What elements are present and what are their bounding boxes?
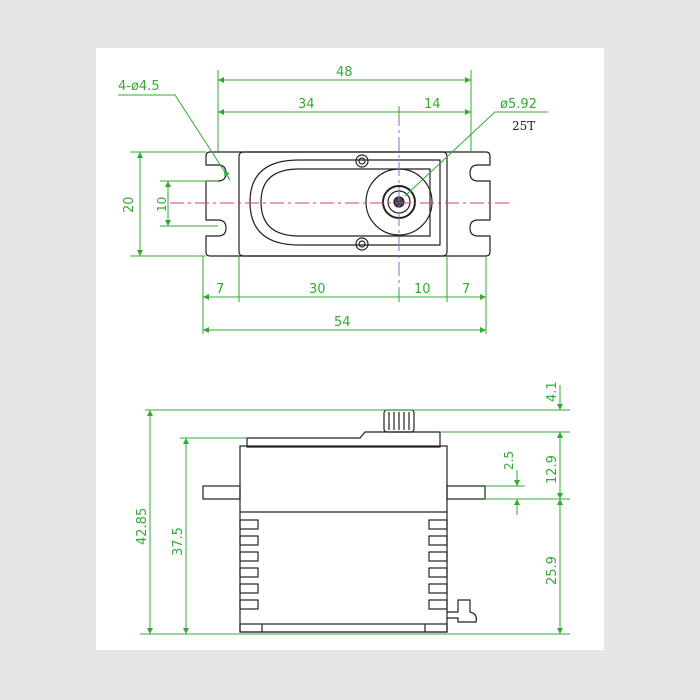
dim-tab-thickness: 2.5 [502, 451, 516, 470]
right-mounting-tab [446, 485, 486, 500]
shaft-note: ø5.92 [500, 97, 537, 112]
dim-tab-right: 7 [462, 282, 470, 297]
drawing-sheet [96, 48, 604, 650]
servo-body-outline [238, 151, 448, 257]
top-screw [355, 154, 369, 168]
case-slot-outline [249, 159, 441, 246]
dim-shaft-to-tab: 14 [424, 97, 441, 112]
spline-note: 25T [512, 119, 535, 133]
dim-tab-slot: 10 [155, 197, 169, 212]
dim-case-height: 37.5 [171, 527, 186, 556]
top-view [205, 151, 491, 257]
dimensions-top [118, 70, 548, 334]
wire-grommet [447, 599, 477, 623]
side-view [202, 409, 486, 633]
dim-body-to-shaft-bottom: 30 [309, 282, 326, 297]
dim-spline-height: 4.1 [545, 381, 560, 402]
hole-note: 4-ø4.5 [118, 79, 160, 94]
left-mounting-tab [202, 485, 241, 500]
servo-case [239, 445, 448, 633]
top-cap [246, 431, 441, 448]
dim-height: 20 [122, 196, 137, 213]
dimensions-side [140, 385, 570, 635]
dim-top-to-tab: 12.9 [545, 455, 560, 484]
right-cooling-fins [428, 519, 448, 610]
dim-overall: 54 [334, 315, 351, 330]
dim-overall-tabs: 48 [336, 65, 353, 80]
bottom-screw [355, 237, 369, 251]
dim-total-height: 42.85 [135, 508, 150, 545]
dim-tab-to-bottom: 25.9 [545, 556, 560, 585]
dim-body-to-shaft: 34 [298, 97, 315, 112]
dim-tab-left: 7 [216, 282, 224, 297]
dim-shaft-to-body: 10 [414, 282, 431, 297]
centerlines-top [170, 112, 512, 300]
left-cooling-fins [239, 519, 259, 610]
